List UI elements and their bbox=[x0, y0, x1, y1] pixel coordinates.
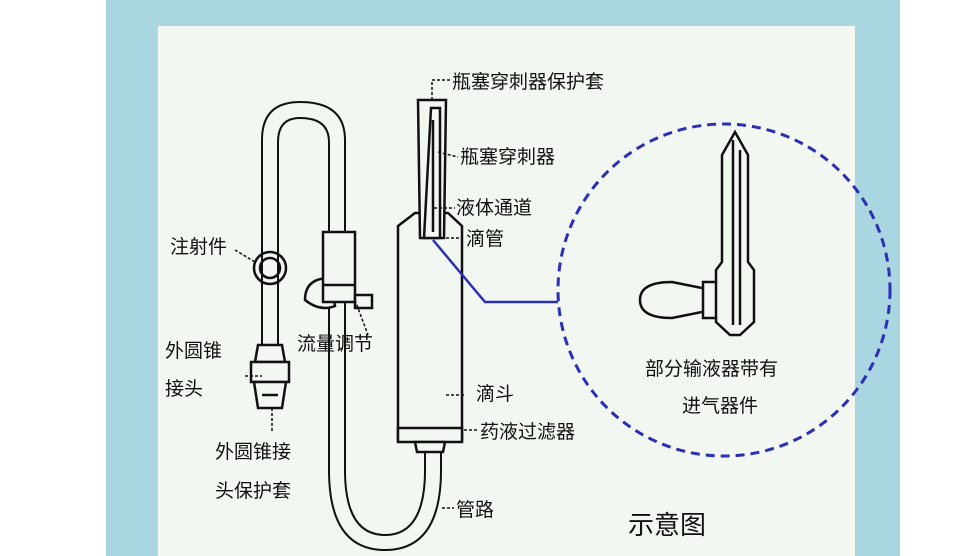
label-drip-tube: 滴管 bbox=[466, 228, 504, 250]
inset-caption-line-1: 部分输液器带有 bbox=[645, 358, 778, 380]
leader-lines bbox=[234, 79, 478, 509]
label-drug-filter: 药液过滤器 bbox=[480, 421, 575, 443]
tubing bbox=[261, 100, 442, 552]
vented-spike-icon bbox=[638, 129, 756, 337]
label-luer-cover-2: 头保护套 bbox=[215, 480, 291, 502]
label-drip-chamber: 滴斗 bbox=[476, 383, 514, 405]
inset-circle bbox=[556, 122, 892, 458]
label-fluid-channel: 液体通道 bbox=[456, 197, 532, 219]
injection-site bbox=[252, 250, 288, 286]
spike-assembly bbox=[416, 98, 448, 240]
label-injection-site: 注射件 bbox=[170, 236, 227, 258]
luer-connector bbox=[249, 343, 291, 410]
flow-regulator bbox=[303, 230, 374, 310]
connector-line bbox=[432, 239, 558, 304]
label-spike: 瓶塞穿刺器 bbox=[460, 146, 555, 168]
schematic-title: 示意图 bbox=[628, 511, 706, 541]
inset-caption-line-2: 进气器件 bbox=[682, 395, 758, 417]
label-luer-connector-2: 接头 bbox=[165, 378, 203, 400]
label-tubing: 管路 bbox=[456, 499, 494, 521]
label-luer-connector-1: 外圆锥 bbox=[165, 340, 222, 362]
label-flow-regulator: 流量调节 bbox=[297, 333, 373, 355]
drip-chamber bbox=[396, 211, 464, 454]
label-luer-cover-1: 外圆锥接 bbox=[215, 441, 291, 463]
label-spike-cover: 瓶塞穿刺器保护套 bbox=[452, 71, 604, 93]
